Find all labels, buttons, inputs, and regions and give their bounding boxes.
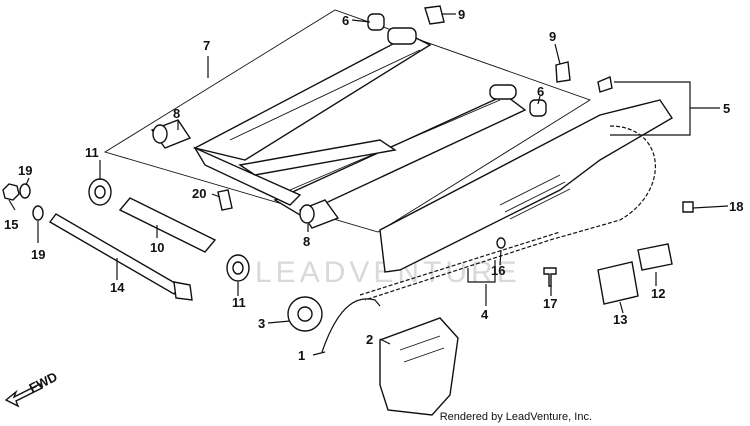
- swingarm: [193, 34, 527, 216]
- nut-15: [2, 183, 20, 201]
- bolt-20: [217, 189, 233, 211]
- clip-upper: [424, 5, 445, 25]
- bolt-18: [682, 201, 694, 213]
- seal-left: [88, 178, 112, 206]
- fwd-arrow: FWD: [4, 369, 60, 408]
- collar-upper: [367, 13, 417, 45]
- sprocket-cover-2: [379, 317, 459, 416]
- bushing-left: [150, 119, 192, 149]
- callout-19b: 19: [31, 247, 45, 262]
- credit-text: Rendered by LeadVenture, Inc.: [439, 411, 592, 423]
- bolt-17: [543, 267, 557, 287]
- collar-right: [489, 84, 547, 117]
- callout-6a: 6: [342, 13, 349, 28]
- washer-19-upper: [19, 183, 31, 199]
- pivot-collar-10: [118, 197, 217, 253]
- pivot-bolt-14: [48, 213, 193, 301]
- callout-9a: 9: [458, 7, 465, 22]
- seal-lower: [226, 254, 250, 282]
- callout-17: 17: [543, 296, 557, 311]
- washer-16: [496, 237, 506, 249]
- callout-9b: 9: [549, 29, 556, 44]
- callout-8a: 8: [173, 106, 180, 121]
- sprocket-3: [287, 296, 323, 332]
- plate-12: [637, 243, 673, 271]
- callout-3: 3: [258, 316, 265, 331]
- fwd-label: FWD: [27, 369, 60, 396]
- washer-19-lower: [32, 205, 44, 221]
- callout-2: 2: [366, 332, 373, 347]
- clip-1: [321, 298, 381, 353]
- plate-13: [597, 261, 639, 305]
- callout-11a: 11: [85, 145, 99, 160]
- callout-5: 5: [723, 101, 730, 116]
- callout-8b: 8: [303, 234, 310, 249]
- callout-12: 12: [651, 286, 665, 301]
- chain-case-5: [379, 99, 673, 273]
- leader-lines: [8, 13, 729, 356]
- callout-10: 10: [150, 240, 164, 255]
- callout-4: 4: [481, 307, 489, 322]
- callout-7: 7: [203, 38, 210, 53]
- drive-chain: [359, 125, 656, 301]
- callout-1: 1: [298, 348, 305, 363]
- callout-18: 18: [729, 199, 743, 214]
- callout-13: 13: [613, 312, 627, 327]
- clip-right: [555, 61, 571, 83]
- callout-6b: 6: [537, 84, 544, 99]
- bushing-lower: [298, 199, 340, 229]
- callout-19a: 19: [18, 163, 32, 178]
- chain-case-tab: [597, 76, 613, 93]
- callout-11b: 11: [232, 295, 246, 310]
- callout-16: 16: [491, 263, 505, 278]
- callout-14: 14: [110, 280, 125, 295]
- callout-20: 20: [192, 186, 206, 201]
- callout-15: 15: [4, 217, 18, 232]
